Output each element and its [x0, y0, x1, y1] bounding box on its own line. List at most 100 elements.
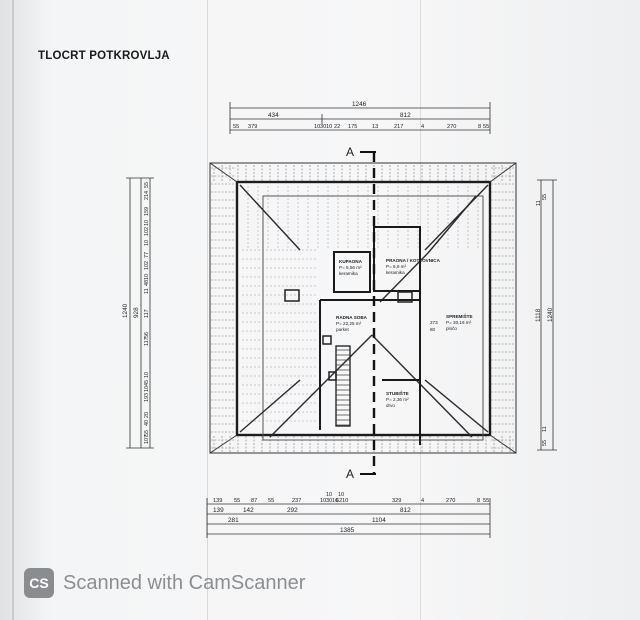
dim-right-11-top: 11 [536, 200, 542, 206]
section-marker-bottom: A [346, 467, 354, 481]
dim-left-value: 11 [144, 288, 150, 294]
dim-top-812: 812 [400, 112, 411, 119]
paper-fold-middle [207, 0, 208, 620]
room-kupaona-area: P= 5,56 m² [339, 265, 362, 270]
section-marker-top: A [346, 145, 354, 159]
dim-top-row3-value: 379 [248, 124, 257, 130]
dim-left-value: 77 [144, 252, 150, 258]
dim-left-value: 117 [144, 309, 150, 318]
interior-walls [319, 226, 421, 445]
dim-left-value: 214 [144, 191, 150, 200]
room-spremiste-floor: pločo [446, 326, 457, 331]
dim-left-value: 56 [144, 332, 150, 338]
dim-bottom-row1-value: 55 [483, 498, 489, 504]
dim-bottom-total: 1385 [340, 527, 355, 534]
dim-left-value: 10 [144, 240, 150, 246]
paper-fold-left [12, 0, 14, 620]
dim-left-value: 10 [144, 220, 150, 226]
dim-bottom-row1-value: 30 [326, 498, 332, 504]
dim-bottom-1104: 1104 [372, 517, 386, 524]
dimension-lines [126, 102, 557, 538]
dim-right-total: 1240 [547, 307, 554, 322]
room-kupaona-floor: keramika [339, 271, 358, 276]
dim-top-row3-value: 4 [421, 124, 424, 130]
dim-left-value: 102 [144, 261, 150, 270]
roof-tile-hatching [211, 165, 515, 452]
misc-label-80: 80 [430, 327, 436, 332]
room-kupaona-name: KUPAONA [339, 259, 363, 264]
room-radna-soba-name: RADNA SOBA [336, 315, 368, 320]
camscanner-logo-icon: CS [24, 568, 54, 598]
staircase-treads [336, 349, 350, 426]
dim-right-55-bottom: 55 [542, 440, 548, 446]
dim-top-row3-value: 13 [372, 124, 378, 130]
room-praona-name: PRAONA / KOTLOVNICA [386, 258, 441, 263]
dim-top-row3-value: 175 [348, 124, 357, 130]
dim-bottom-row1-value: 8 [477, 498, 480, 504]
drawing-title: TLOCRT POTKROVLJA [38, 50, 170, 62]
dim-top-row3-value: 10 [326, 124, 332, 130]
dim-bottom-row1-value: 55 [234, 498, 240, 504]
room-spremiste-area: P= 30,16 m² [446, 320, 472, 325]
camscanner-watermark: CS Scanned with CamScanner [24, 568, 305, 598]
dim-bottom-small-2: 10 [338, 492, 344, 498]
room-stubiste-floor: drvo [386, 403, 395, 408]
camscanner-text: Scanned with CamScanner [63, 571, 306, 594]
room-stubiste-area: P= 2,36 m² [386, 397, 409, 402]
dim-bottom-row1-value: 16 [332, 498, 338, 504]
dim-left-value: 107 [144, 435, 150, 444]
room-spremiste-name: SPREMIŠTE [446, 312, 473, 319]
dim-top-row3-value: 30 [320, 124, 326, 130]
dim-bottom-139b: 139 [213, 507, 224, 514]
dim-left-value: 45 [144, 380, 150, 386]
dim-left-value: 10 [144, 274, 150, 280]
room-radna-soba-floor: parket [336, 327, 349, 332]
dim-top-row3-value: 22 [334, 124, 340, 130]
dim-top-total: 1246 [352, 101, 367, 108]
dim-left-column: 5521415910102107710210481111756117104510… [144, 182, 150, 444]
roof-outline [209, 162, 517, 454]
dim-bottom-small-1: 10 [326, 492, 332, 498]
dim-left-value: 10 [144, 386, 150, 392]
dim-bottom-142: 142 [243, 507, 254, 514]
chimneys [284, 289, 413, 381]
dim-left-value: 20 [144, 412, 150, 418]
dim-top-434: 434 [268, 112, 279, 119]
dim-bottom-281: 281 [228, 517, 239, 524]
dim-left-value: 193 [144, 393, 150, 402]
dim-left-total: 1240 [122, 303, 129, 318]
section-line-a: A A [346, 145, 376, 481]
dim-bottom-row1-value: 87 [251, 498, 257, 504]
dim-bottom-row1-value: 10 [320, 498, 326, 504]
dim-left-value: 40 [144, 420, 150, 426]
dim-bottom-row1-value: 139 [213, 498, 222, 504]
hip-lines [239, 184, 489, 438]
dim-top-row3-value: 55 [483, 124, 489, 130]
room-radna-soba-area: P= 22,25 m² [336, 321, 362, 326]
dim-top-row3-value: 270 [447, 124, 456, 130]
dim-bottom-row1-value: 270 [446, 498, 455, 504]
dim-left-value: 102 [144, 227, 150, 236]
dim-left-value: 55 [144, 430, 150, 436]
dim-bottom-812: 812 [400, 507, 411, 514]
dim-bottom-row1-value: 55 [268, 498, 274, 504]
dim-right-55-top: 55 [542, 194, 548, 200]
dim-bottom-row1-value: 4 [421, 498, 424, 504]
dim-left-value: 117 [144, 337, 150, 346]
room-praona-floor: keramika [386, 270, 405, 275]
misc-label-273: 273 [430, 320, 438, 325]
dim-top-row3-value: 8 [478, 124, 481, 130]
dim-top-row3-value: 217 [394, 124, 403, 130]
dim-left-928: 928 [133, 307, 140, 318]
room-praona-area: P= 6,9 m² [386, 264, 407, 269]
room-stubiste-name: STUBIŠTE [386, 389, 409, 396]
dim-top-row3-value: 55 [233, 124, 239, 130]
dim-top-row3-value: 10 [314, 124, 320, 130]
dim-bottom-row1-value: 62 [336, 498, 342, 504]
dim-left-value: 10 [144, 372, 150, 378]
